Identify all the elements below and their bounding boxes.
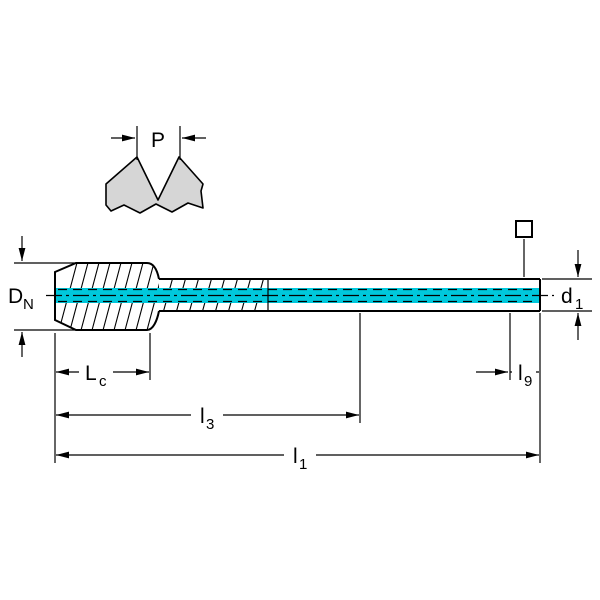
lc-label-sub: c bbox=[99, 373, 107, 390]
l1-label-sub: 1 bbox=[299, 456, 307, 473]
thread-profile-shape bbox=[105, 156, 204, 214]
extension-lines bbox=[14, 262, 592, 463]
cutting-head-outline bbox=[54, 262, 160, 331]
pitch-dimension: P bbox=[111, 126, 206, 160]
dimension-dn: D N bbox=[8, 236, 34, 357]
l3-label-sub: 3 bbox=[206, 416, 214, 433]
dimension-l1: l 1 bbox=[56, 444, 539, 473]
square-icon bbox=[515, 220, 533, 238]
dimension-d1: d 1 bbox=[561, 250, 583, 340]
dn-label-sub: N bbox=[23, 296, 34, 313]
lc-label: L bbox=[85, 362, 97, 385]
l1-label: l bbox=[293, 445, 298, 468]
l3-label: l bbox=[200, 405, 205, 428]
tap-body bbox=[46, 220, 554, 331]
d1-label: d bbox=[561, 285, 573, 308]
l9-label: l bbox=[518, 362, 523, 385]
d1-label-sub: 1 bbox=[575, 296, 583, 313]
thread-profile-detail: P bbox=[105, 126, 206, 214]
square-drive-symbol bbox=[515, 220, 533, 277]
pitch-label: P bbox=[151, 129, 165, 152]
dimension-l9: l 9 bbox=[476, 361, 539, 390]
dn-label: D bbox=[8, 285, 23, 308]
dimension-lc: L c bbox=[56, 361, 149, 390]
dimension-l3: l 3 bbox=[56, 404, 359, 433]
l9-label-sub: 9 bbox=[524, 373, 532, 390]
